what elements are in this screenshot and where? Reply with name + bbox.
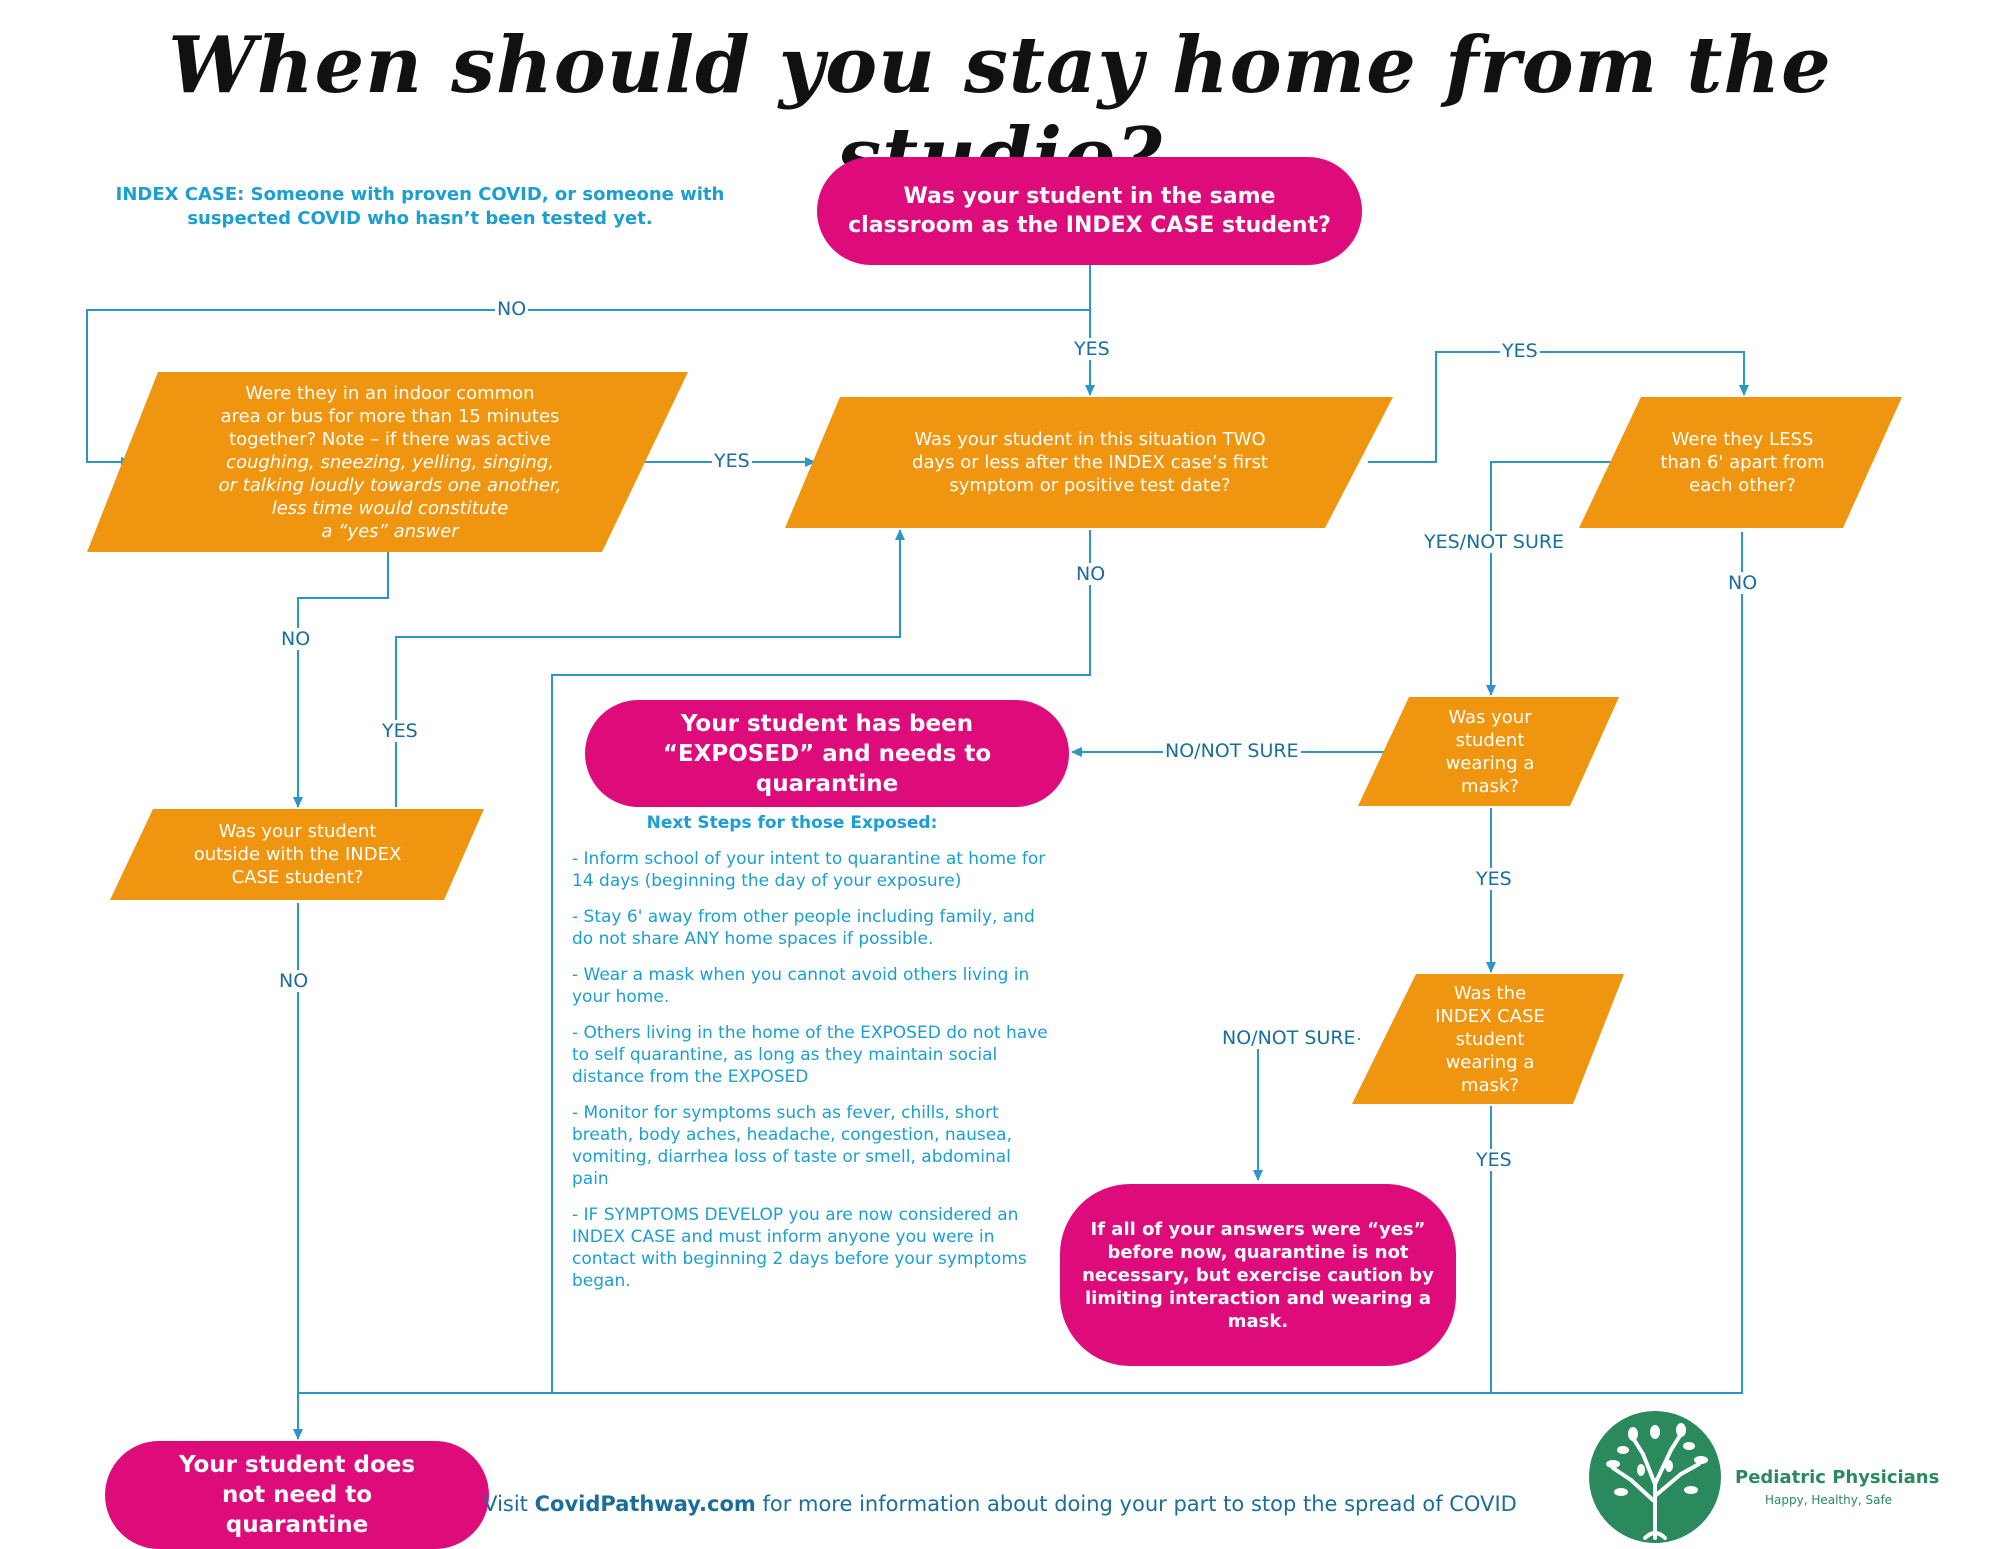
q-less-6ft-line-1: Were they LESS xyxy=(1671,429,1814,450)
q-indoor-line-5: or talking loudly towards one another, xyxy=(218,474,562,496)
q-outside: Was your student outside with the INDEX … xyxy=(160,809,435,900)
footer-prefix: Visit xyxy=(483,1492,535,1516)
not-necessary-outcome: If all of your answers were “yes” before… xyxy=(1060,1184,1456,1366)
q-index-mask: Was the INDEX CASE student wearing a mas… xyxy=(1400,974,1580,1104)
shape-student-mask xyxy=(1358,697,1619,806)
label-no-outside: NO xyxy=(277,970,311,992)
next-step-item: - Others living in the home of the EXPOS… xyxy=(572,1023,1048,1087)
q-index-mask-line-1: Was the xyxy=(1453,982,1527,1004)
q-indoor-line-3: together? Note – if there was active xyxy=(229,428,551,450)
shape-index-mask xyxy=(1352,974,1624,1104)
q-student-mask-line-4: mask? xyxy=(1461,775,1519,797)
q-less-6ft-line-2: than 6' apart from xyxy=(1660,452,1825,473)
next-step-item: - Inform school of your intent to quaran… xyxy=(572,849,1046,891)
connector-yes-not-sure xyxy=(1486,461,1612,696)
q-less-6ft-line-3: each other? xyxy=(1689,475,1796,496)
label-no-not-sure-2: NO/NOT SURE xyxy=(1220,1027,1358,1049)
next-step-item: - Wear a mask when you cannot avoid othe… xyxy=(572,965,1030,1007)
tree-logo-icon xyxy=(1589,1411,1721,1543)
not-necessary-outcome-text: If all of your answers were “yes” before… xyxy=(1082,1218,1434,1332)
index-case-note: INDEX CASE: Someone with proven COVID, o… xyxy=(115,184,725,229)
connector-no-top xyxy=(86,309,1090,467)
connector-yes-two-days xyxy=(1368,351,1749,463)
label-yes-right: YES xyxy=(1500,340,1540,362)
label-no-not-sure-1: NO/NOT SURE xyxy=(1163,740,1301,762)
label-yes-mid: YES xyxy=(712,450,752,472)
next-step-item: - Stay 6' away from other people includi… xyxy=(572,907,1035,949)
q-index-mask-line-4: wearing a xyxy=(1445,1051,1535,1073)
connector-no-not-sure-2 xyxy=(1253,1038,1360,1181)
q-student-mask: Was your student wearing a mask? xyxy=(1400,697,1580,806)
label-yes-outside: YES xyxy=(380,720,420,742)
q-two-days-line-1: Was your student in this situation TWO xyxy=(914,429,1266,450)
shape-two-days xyxy=(785,397,1393,528)
footer-link[interactable]: CovidPathway.com xyxy=(534,1492,756,1516)
label-no-center: NO xyxy=(1074,563,1108,585)
shape-outside xyxy=(110,809,484,900)
q-student-mask-line-2: student xyxy=(1455,729,1525,751)
label-yes-top: YES xyxy=(1072,338,1112,360)
no-quarantine-outcome-text: Your student does not need to quarantine xyxy=(178,1452,416,1538)
q-index-mask-line-5: mask? xyxy=(1461,1074,1519,1096)
q-less-6ft: Were they LESS than 6' apart from each o… xyxy=(1630,397,1855,528)
q-two-days: Was your student in this situation TWO d… xyxy=(860,397,1320,528)
no-quarantine-outcome: Your student does not need to quarantine xyxy=(105,1441,489,1549)
q-student-mask-line-1: Was your xyxy=(1448,706,1532,728)
label-yes-not-sure: YES/NOT SURE xyxy=(1422,531,1567,553)
q-index-mask-line-3: student xyxy=(1455,1028,1525,1050)
q-indoor-line-7: a “yes” answer xyxy=(321,520,459,542)
label-yes-mask: YES xyxy=(1474,868,1514,890)
q-indoor-common: Were they in an indoor common area or bu… xyxy=(180,372,600,552)
q-student-mask-line-3: wearing a xyxy=(1445,752,1535,774)
next-steps-panel: Next Steps for those Exposed: - Inform s… xyxy=(572,812,1052,1306)
q-same-classroom: Was your student in the same classroom a… xyxy=(817,157,1362,265)
page-title: When should you stay home from the studi… xyxy=(168,20,1832,202)
q-outside-line-1: Was your student xyxy=(218,821,377,842)
q-indoor-line-1: Were they in an indoor common xyxy=(245,382,535,404)
next-steps-title: Next Steps for those Exposed: xyxy=(646,813,938,833)
brand-tagline: Happy, Healthy, Safe xyxy=(1765,1493,1893,1507)
q-indoor-line-2: area or bus for more than 15 minutes xyxy=(220,405,560,427)
footer-note: Visit CovidPathway.com for more informat… xyxy=(0,1492,2000,1516)
shape-less-6ft xyxy=(1579,397,1902,528)
q-same-classroom-text: Was your student in the same classroom a… xyxy=(848,184,1331,238)
brand-name: Pediatric Physicians xyxy=(1735,1467,1940,1488)
q-index-mask-line-2: INDEX CASE xyxy=(1435,1005,1545,1027)
shape-indoor-common xyxy=(87,372,688,552)
q-outside-line-2: outside with the INDEX xyxy=(193,844,402,865)
next-step-item: - IF SYMPTOMS DEVELOP you are now consid… xyxy=(572,1205,1027,1291)
q-outside-line-3: CASE student? xyxy=(231,867,364,888)
connector-no-indoor xyxy=(293,552,389,808)
label-no-right: NO xyxy=(1726,572,1760,594)
connector-no-two-days xyxy=(551,530,1091,1393)
label-no-left: NO xyxy=(279,628,313,650)
q-indoor-line-6: less time would constitute xyxy=(271,497,509,519)
footer-suffix: for more information about doing your pa… xyxy=(755,1492,1517,1516)
next-step-item: - Monitor for symptoms such as fever, ch… xyxy=(572,1103,1012,1189)
connector-bottom-bus xyxy=(298,532,1743,1394)
label-no-top: NO xyxy=(495,298,529,320)
exposed-outcome: Your student has been “EXPOSED” and need… xyxy=(585,700,1069,807)
q-indoor-line-4: coughing, sneezing, yelling, singing, xyxy=(226,451,554,473)
label-yes-index-mask: YES xyxy=(1474,1149,1514,1171)
q-two-days-line-3: symptom or positive test date? xyxy=(949,475,1231,496)
exposed-outcome-text: Your student has been “EXPOSED” and need… xyxy=(662,710,992,797)
q-two-days-line-2: days or less after the INDEX case’s firs… xyxy=(912,452,1268,473)
